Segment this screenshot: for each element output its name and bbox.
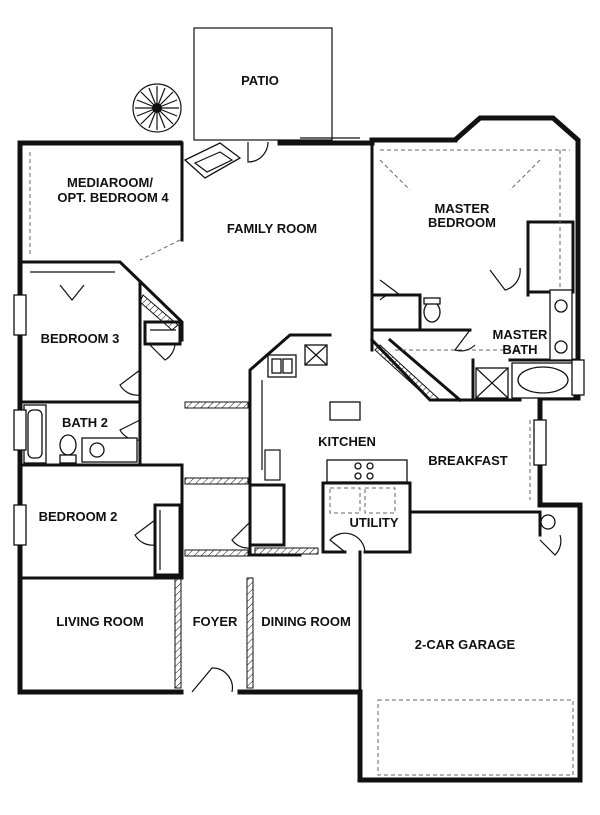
shrub-icon bbox=[132, 83, 182, 133]
label-living-room: LIVING ROOM bbox=[56, 614, 143, 629]
label-mediaroom-line2: OPT. BEDROOM 4 bbox=[57, 190, 169, 205]
label-bedroom3: BEDROOM 3 bbox=[41, 331, 120, 346]
label-master-bedroom-line2: BEDROOM bbox=[428, 215, 496, 230]
label-bedroom2: BEDROOM 2 bbox=[39, 509, 118, 524]
fixtures bbox=[23, 271, 575, 570]
label-master-bath-line1: MASTER bbox=[493, 327, 549, 342]
label-patio: PATIO bbox=[241, 73, 279, 88]
label-dining-room: DINING ROOM bbox=[261, 614, 351, 629]
label-garage: 2-CAR GARAGE bbox=[415, 637, 516, 652]
hatched-openings bbox=[139, 294, 442, 689]
label-foyer: FOYER bbox=[193, 614, 238, 629]
dashed-lines bbox=[29, 149, 574, 776]
label-bath2: BATH 2 bbox=[62, 415, 108, 430]
patio bbox=[193, 27, 333, 141]
label-master-bath-line2: BATH bbox=[502, 342, 537, 357]
label-breakfast: BREAKFAST bbox=[428, 453, 508, 468]
label-mediaroom-line1: MEDIAROOM/ bbox=[67, 175, 153, 190]
doors bbox=[59, 141, 562, 693]
label-kitchen: KITCHEN bbox=[318, 434, 376, 449]
label-master-bedroom-line1: MASTER bbox=[435, 201, 491, 216]
label-family-room: FAMILY ROOM bbox=[227, 221, 317, 236]
room-labels: PATIO MEDIAROOM/ OPT. BEDROOM 4 FAMILY R… bbox=[39, 73, 548, 652]
fireplace bbox=[183, 142, 242, 179]
label-utility: UTILITY bbox=[349, 515, 398, 530]
windows bbox=[13, 137, 585, 546]
